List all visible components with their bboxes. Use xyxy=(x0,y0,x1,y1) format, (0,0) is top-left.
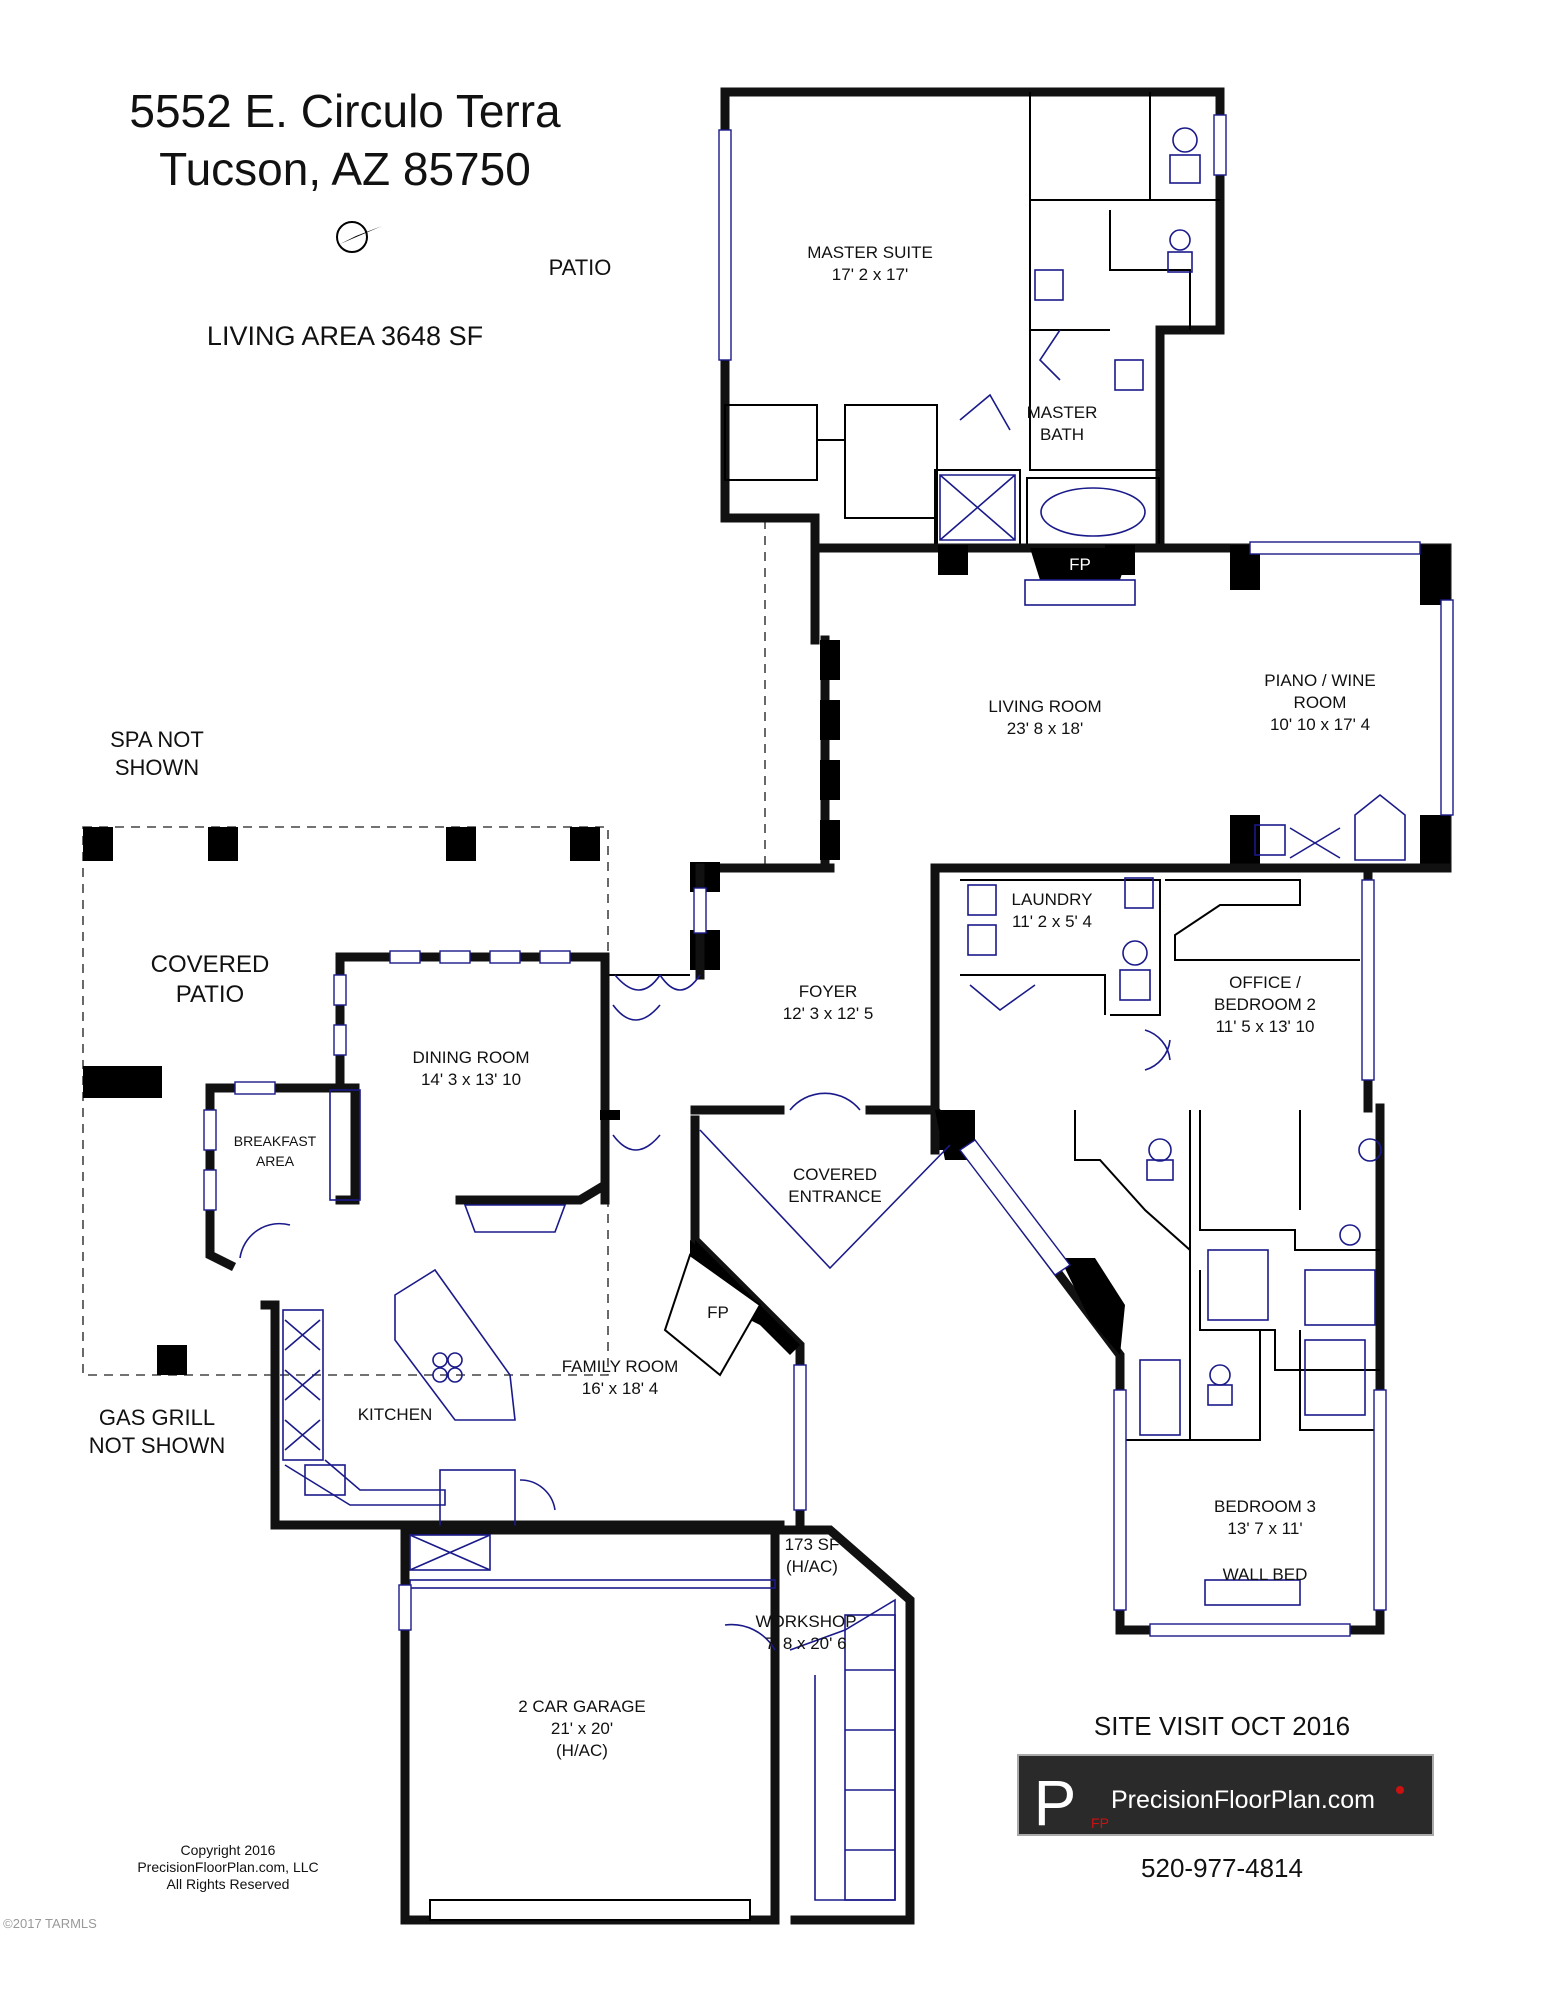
garage-walls xyxy=(400,1520,915,1925)
phone-number: 520-977-4814 xyxy=(1141,1853,1303,1883)
living-fp-label: FP xyxy=(1069,555,1091,574)
dining-doors[interactable] xyxy=(612,1004,661,1151)
living-room-dims: 23' 8 x 18' xyxy=(1007,719,1083,738)
covered-entrance-outline xyxy=(699,1129,951,1270)
family-window-east xyxy=(793,1364,807,1511)
master-wing-walls xyxy=(720,87,1225,553)
covered-patio-line1: COVERED xyxy=(151,951,270,978)
living-room-name: LIVING ROOM xyxy=(988,697,1101,716)
workshop-fixtures xyxy=(409,1534,896,1901)
company-logo: P FP PrecisionFloorPlan.com xyxy=(1017,1754,1434,1839)
master-window-west xyxy=(718,129,732,361)
master-suite-dims: 17' 2 x 17' xyxy=(832,265,908,284)
living-room-walls xyxy=(755,543,1452,873)
workshop-dims: 7' 8 x 20' 6 xyxy=(765,1634,846,1653)
piano-room-line1: PIANO / WINE xyxy=(1264,671,1375,690)
breakfast-line2: AREA xyxy=(256,1153,295,1169)
copyright-line1: Copyright 2016 xyxy=(181,1842,276,1858)
family-fireplace: FP xyxy=(663,1253,762,1377)
dining-name: DINING ROOM xyxy=(412,1048,529,1067)
kitchen-name: KITCHEN xyxy=(358,1405,433,1424)
master-window-east xyxy=(1213,114,1227,176)
front-door[interactable] xyxy=(789,1092,861,1111)
living-fireplace: FP xyxy=(1024,548,1136,606)
bedroom3-name: BEDROOM 3 xyxy=(1214,1497,1316,1516)
breakfast-counter xyxy=(329,1089,361,1201)
bedroom3-wing-windows xyxy=(958,1139,1387,1637)
garage-name: 2 CAR GARAGE xyxy=(518,1697,646,1716)
family-room-dims: 16' x 18' 4 xyxy=(582,1379,658,1398)
logo-text: PrecisionFloorPlan.com xyxy=(1111,1786,1375,1814)
master-bath-line2: BATH xyxy=(1040,425,1084,444)
dining-buffet xyxy=(463,1204,567,1233)
dining-windows xyxy=(203,950,571,1211)
dining-walls xyxy=(205,952,620,1272)
spa-note-line2: SHOWN xyxy=(115,755,199,780)
copyright-line3: All Rights Reserved xyxy=(167,1876,290,1892)
breakfast-line1: BREAKFAST xyxy=(234,1133,317,1149)
covered-patio-line2: PATIO xyxy=(176,981,244,1008)
garage-note: (H/AC) xyxy=(556,1741,608,1760)
foyer-name: FOYER xyxy=(799,982,858,1001)
bedroom3-dims: 13' 7 x 11' xyxy=(1227,1519,1302,1538)
logo-mark: P xyxy=(1034,1767,1077,1839)
piano-fixtures xyxy=(1254,793,1406,861)
gas-grill-line2: NOT SHOWN xyxy=(89,1433,225,1458)
master-bath-line1: MASTER xyxy=(1027,403,1098,422)
living-area-label: LIVING AREA 3648 SF xyxy=(207,321,483,351)
piano-room-line2: ROOM xyxy=(1294,693,1347,712)
workshop-area-line1: 173 SF xyxy=(785,1535,840,1554)
piano-window-east xyxy=(1440,599,1454,816)
kitchen-fixtures xyxy=(282,1268,556,1531)
office-dims: 11' 5 x 13' 10 xyxy=(1216,1017,1315,1036)
foyer-dims: 12' 3 x 12' 5 xyxy=(783,1004,874,1023)
mls-watermark: ©2017 TARMLS xyxy=(3,1916,97,1931)
breakfast-door[interactable] xyxy=(239,1222,291,1259)
laundry-dims: 11' 2 x 5' 4 xyxy=(1012,912,1092,931)
workshop-name: WORKSHOP xyxy=(755,1612,856,1631)
office-line1: OFFICE / xyxy=(1229,973,1301,992)
office-line2: BEDROOM 2 xyxy=(1214,995,1316,1014)
family-fp-label: FP xyxy=(707,1303,729,1322)
dining-dims: 14' 3 x 13' 10 xyxy=(421,1070,521,1089)
laundry-name: LAUNDRY xyxy=(1012,890,1093,909)
foyer-window-west xyxy=(693,887,707,934)
copyright-line2: PrecisionFloorPlan.com, LLC xyxy=(137,1859,318,1875)
garage-dims: 21' x 20' xyxy=(551,1719,613,1738)
address-line2: Tucson, AZ 85750 xyxy=(159,143,531,195)
office-window-east xyxy=(1361,879,1375,1081)
logo-mark-small: FP xyxy=(1091,1815,1109,1831)
workshop-area-line2: (H/AC) xyxy=(786,1557,838,1576)
address-line1: 5552 E. Circulo Terra xyxy=(129,85,561,137)
patio-label: PATIO xyxy=(549,255,612,280)
covered-patio-outline xyxy=(82,826,609,1376)
foyer-patio-doors[interactable] xyxy=(614,974,701,991)
laundry-fixtures xyxy=(967,877,1171,1071)
garage-window-west xyxy=(398,1584,412,1631)
master-suite-name: MASTER SUITE xyxy=(807,243,933,262)
master-fixtures xyxy=(959,127,1201,431)
piano-room-dims: 10' 10 x 17' 4 xyxy=(1270,715,1370,734)
gas-grill-line1: GAS GRILL xyxy=(99,1405,215,1430)
family-room-name: FAMILY ROOM xyxy=(562,1357,679,1376)
site-visit-label: SITE VISIT OCT 2016 xyxy=(1094,1711,1350,1741)
covered-entrance-line1: COVERED xyxy=(793,1165,877,1184)
wall-bed-label: WALL BED xyxy=(1223,1565,1308,1584)
covered-entrance-line2: ENTRANCE xyxy=(788,1187,882,1206)
north-arrow-icon xyxy=(336,221,382,253)
piano-window-north xyxy=(1249,541,1421,555)
bath-fixtures xyxy=(1139,1138,1382,1606)
spa-note-line1: SPA NOT xyxy=(110,727,204,752)
